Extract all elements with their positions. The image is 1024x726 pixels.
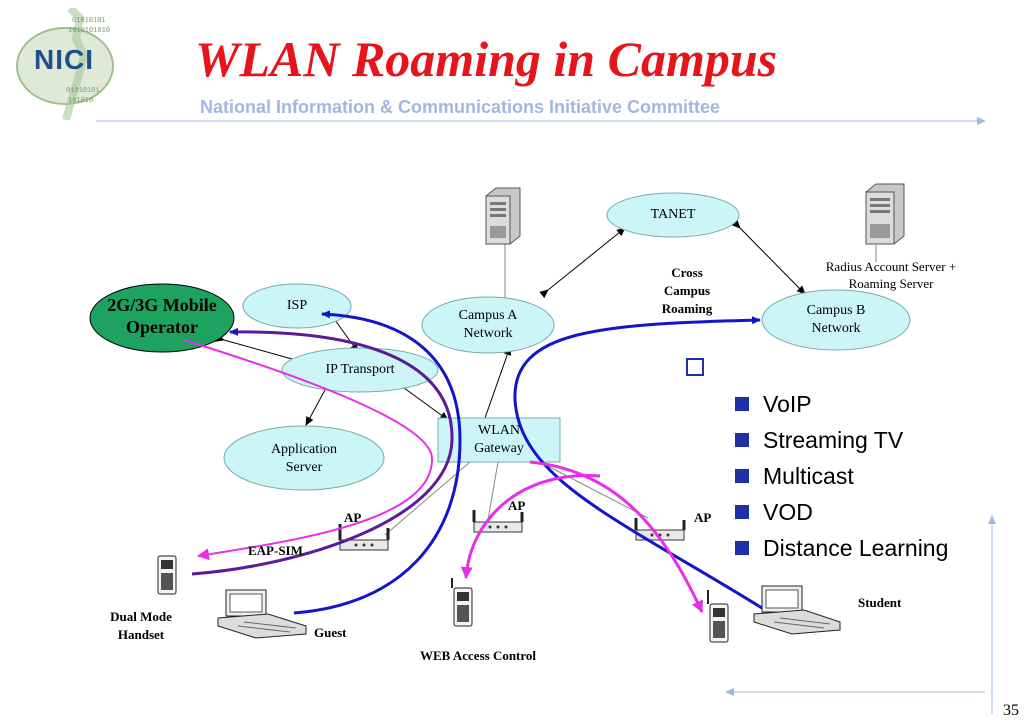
dual-mode-handset-icon — [157, 555, 177, 595]
link-iptransport-appserver — [305, 381, 333, 426]
radius-server-label: Radius Account Server + Roaming Server — [825, 259, 957, 291]
link-isp-iptransport — [327, 311, 359, 353]
nici-logo: 01010101 1010101010 01010101 101010 — [16, 8, 114, 120]
svg-text:1010101010: 1010101010 — [68, 27, 110, 35]
cross-campus-roaming-label: Cross Campus Roaming — [661, 265, 713, 316]
slide-subtitle: National Information & Communications In… — [200, 97, 721, 117]
student-laptop-icon — [753, 585, 841, 635]
gateway-links — [384, 228, 877, 536]
application-server-label: Application Server — [270, 442, 338, 475]
student-handset-icon — [707, 590, 729, 643]
ap-left-label: AP — [344, 510, 362, 525]
svg-text:01010101: 01010101 — [66, 87, 100, 95]
page-number: 35 — [1003, 702, 1019, 719]
link-gateway-campusA — [478, 346, 512, 427]
service-item: VoIP — [735, 386, 948, 422]
ap-right-icon — [634, 518, 686, 541]
guest-label: Guest — [314, 625, 347, 640]
service-item: Distance Learning — [735, 530, 948, 566]
link-tanet-campusB — [731, 219, 806, 295]
empty-bullet-box — [686, 358, 704, 376]
wlan-gateway-label: WLAN Gateway — [474, 423, 524, 456]
services-list: VoIP Streaming TV Multicast VOD Distance… — [735, 386, 948, 566]
student-roaming-path — [513, 316, 763, 610]
mobile-operator-label: 2G/3G Mobile Operator — [107, 295, 217, 337]
guest-path — [293, 310, 462, 615]
slide-title: WLAN Roaming in Campus — [195, 31, 778, 87]
square-bullet-icon — [735, 397, 749, 411]
guest-laptop-icon — [217, 589, 307, 639]
web-access-control-label: WEB Access Control — [420, 648, 537, 663]
operator-handset-path — [183, 339, 434, 561]
student-label: Student — [858, 595, 902, 610]
isp-label: ISP — [286, 298, 308, 313]
ap-left-icon — [338, 524, 390, 551]
service-item: Streaming TV — [735, 422, 948, 458]
eap-sim-path — [191, 327, 454, 576]
square-bullet-icon — [735, 541, 749, 555]
tanet-cloud — [606, 192, 740, 238]
radius-server-icon — [865, 183, 905, 245]
campus-a-server-icon — [485, 187, 521, 245]
application-server-cloud — [223, 425, 385, 491]
ap-middle-icon — [472, 510, 524, 533]
campus-b-label: Campus B Network — [806, 303, 866, 336]
service-item: Multicast — [735, 458, 948, 494]
square-bullet-icon — [735, 505, 749, 519]
eap-sim-label: EAP-SIM — [248, 543, 303, 558]
web-access-path — [460, 474, 601, 579]
web-access-handset-icon — [451, 578, 473, 627]
ap-right-label: AP — [694, 510, 712, 525]
svg-text:01010101: 01010101 — [72, 17, 106, 25]
campus-a-label: Campus A Network — [458, 308, 518, 341]
campus-a-cloud — [421, 296, 555, 354]
dual-mode-handset-label: Dual Mode Handset — [110, 609, 172, 642]
svg-text:101010: 101010 — [68, 97, 93, 105]
link-campusA-tanet — [539, 227, 626, 299]
mobile-operator-ellipse — [89, 283, 235, 353]
service-item: VOD — [735, 494, 948, 530]
tanet-label: TANET — [650, 207, 696, 222]
ap-middle-label: AP — [508, 498, 526, 513]
square-bullet-icon — [735, 433, 749, 447]
link-iptransport-gateway — [391, 377, 449, 421]
student-handset-path — [529, 460, 704, 613]
logo-text: NICI — [34, 44, 94, 75]
square-bullet-icon — [735, 469, 749, 483]
ip-transport-label: IP Transport — [325, 362, 395, 377]
campus-b-cloud — [761, 289, 911, 351]
